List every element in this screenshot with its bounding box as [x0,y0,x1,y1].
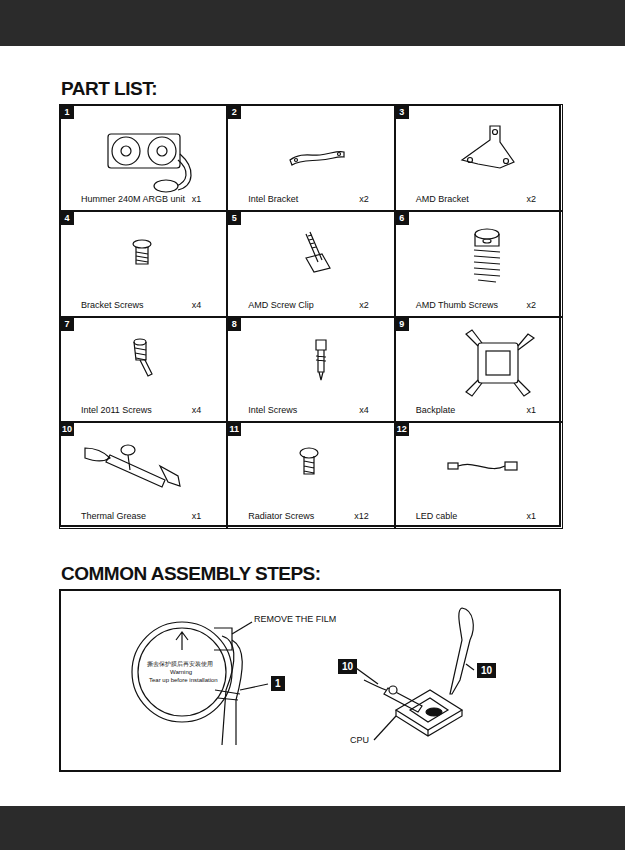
part-cell: 4Bracket Screws x4 [59,210,228,318]
callout-number: 6 [395,211,409,225]
header-bar [0,0,625,46]
callout-number: 10 [477,663,496,678]
warning-text: Warning [170,669,192,675]
callout-number: 2 [227,105,241,119]
part-cell: 9Backplate x1 [394,316,563,424]
part-cell: 11Radiator Screws x12 [226,421,395,529]
part-cell: 8Intel Screws x4 [226,316,395,424]
part-quantity: x2 [526,194,536,204]
part-name: LED cable [416,511,458,521]
section-heading: PART LIST: [61,78,157,100]
warning-text: Tear up before installation [149,677,218,683]
callout-number: 4 [60,211,74,225]
part-cell: 2Intel Bracket x2 [226,104,395,212]
part-quantity: x4 [359,405,369,415]
callout-number: 8 [227,317,241,331]
part-name: AMD Bracket [416,194,469,204]
part-quantity: x12 [354,511,369,521]
part-quantity: x2 [359,194,369,204]
part-quantity: x2 [526,300,536,310]
part-name: Hummer 240M ARGB unit [81,194,185,204]
warning-text: 撕去保护膜后再安装使用 [147,660,213,669]
part-grid: PART LIST:1Hummer 240M ARGB unitx12Intel… [59,104,561,527]
callout-number: 11 [227,422,241,436]
part-name: Intel Screws [248,405,297,415]
callout-label: REMOVE THE FILM [254,614,336,624]
part-cell: 6AMD Thumb Screws x2 [394,210,563,318]
part-name: Backplate [416,405,456,415]
callout-number: 10 [60,422,74,436]
callout-number: 1 [271,676,285,691]
part-cell: 10Thermal Grease x1 [59,421,228,529]
part-quantity: x4 [192,300,202,310]
part-name: AMD Thumb Screws [416,300,498,310]
part-label: CPU [350,735,369,745]
part-quantity: x1 [192,511,202,521]
part-quantity: x4 [192,405,202,415]
callout-number: 12 [395,422,409,436]
callout-number: 5 [227,211,241,225]
part-quantity: x1 [526,405,536,415]
callout-number: 10 [338,659,357,674]
part-name: Bracket Screws [81,300,144,310]
part-name: Radiator Screws [248,511,314,521]
part-name: Intel 2011 Screws [81,405,152,415]
part-cell: 1Hummer 240M ARGB unit x1 [59,104,228,212]
footer-bar [0,806,625,850]
part-name: Intel Bracket [248,194,298,204]
part-name: AMD Screw Clip [248,300,314,310]
part-cell: 7Intel 2011 Screws x4 [59,316,228,424]
part-quantity: x1 [526,511,536,521]
callout-number: 7 [60,317,74,331]
part-quantity: x2 [359,300,369,310]
part-name: Thermal Grease [81,511,146,521]
callout-number: 9 [395,317,409,331]
part-cell: 12LED cable x1 [394,421,563,529]
callout-number: 3 [395,105,409,119]
section-heading: COMMON ASSEMBLY STEPS: [61,563,321,585]
part-cell: 5AMD Screw Clip x2 [226,210,395,318]
part-cell: 3AMD Bracket x2 [394,104,563,212]
part-quantity: x1 [192,194,202,204]
callout-number: 1 [60,105,74,119]
